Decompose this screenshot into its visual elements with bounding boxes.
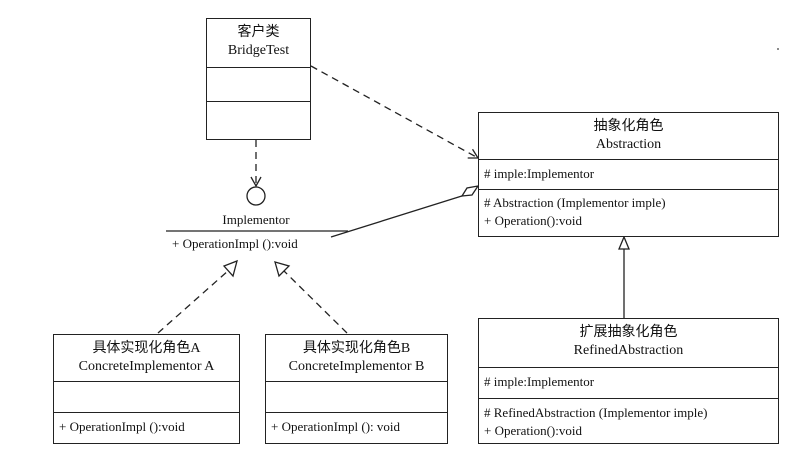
aggregation-line bbox=[330, 194, 466, 238]
concrete-implementor-b-box: 具体实现化角色B ConcreteImplementor B + Operati… bbox=[265, 334, 448, 444]
refined-abstraction-header: 扩展抽象化角色 RefinedAbstraction bbox=[479, 319, 778, 367]
refined-abstraction-en-name: RefinedAbstraction bbox=[573, 343, 684, 358]
refined-abstraction-methods: # RefinedAbstraction (Implementor imple)… bbox=[479, 398, 778, 440]
abstraction-class-en-name: Abstraction bbox=[595, 137, 662, 152]
aggregation-diamond-icon bbox=[460, 185, 480, 197]
abstraction-class-methods: # Abstraction (Implementor imple) + Oper… bbox=[479, 189, 778, 230]
concrete-implementor-b-header: 具体实现化角色B ConcreteImplementor B bbox=[266, 335, 447, 381]
refined-abstraction-method: + Operation():void bbox=[484, 423, 582, 438]
client-class-header: 客户类 BridgeTest bbox=[207, 19, 310, 67]
refined-abstraction-cn-name: 扩展抽象化角色 bbox=[579, 325, 678, 340]
client-class-cn-name: 客户类 bbox=[237, 25, 280, 40]
abstraction-class-cn-name: 抽象化角色 bbox=[593, 119, 664, 134]
client-class-box: 客户类 BridgeTest bbox=[206, 18, 311, 140]
concrete-implementor-a-box: 具体实现化角色A ConcreteImplementor A + Operati… bbox=[53, 334, 240, 444]
realization-a-line bbox=[157, 269, 230, 334]
concrete-implementor-b-methods: + OperationImpl (): void bbox=[266, 412, 447, 436]
concrete-implementor-b-operation: + OperationImpl (): void bbox=[271, 419, 400, 434]
concrete-implementor-a-attributes bbox=[54, 381, 239, 412]
concrete-implementor-a-header: 具体实现化角色A ConcreteImplementor A bbox=[54, 335, 239, 381]
abstraction-class-attributes: # imple:Implementor bbox=[479, 159, 778, 189]
refined-abstraction-attribute: # imple:Implementor bbox=[484, 374, 595, 389]
concrete-implementor-a-methods: + OperationImpl ():void bbox=[54, 412, 239, 436]
implementor-operation: + OperationImpl ():void bbox=[172, 236, 298, 251]
client-class-methods bbox=[207, 101, 310, 139]
client-class-attributes bbox=[207, 67, 310, 101]
concrete-implementor-b-en-name: ConcreteImplementor B bbox=[288, 359, 425, 374]
implementor-interface-icon bbox=[246, 186, 266, 206]
refined-abstraction-attributes: # imple:Implementor bbox=[479, 367, 778, 398]
client-abstraction-dependency bbox=[310, 65, 480, 159]
concrete-implementor-a-en-name: ConcreteImplementor A bbox=[78, 359, 215, 374]
concrete-implementor-a-cn-name: 具体实现化角色A bbox=[92, 341, 201, 356]
abstraction-class-header: 抽象化角色 Abstraction bbox=[479, 113, 778, 159]
client-class-en-name: BridgeTest bbox=[227, 43, 290, 58]
abstraction-attribute: # imple:Implementor bbox=[484, 166, 595, 181]
realization-b-arrowhead-icon bbox=[274, 261, 291, 278]
abstraction-method: + Operation():void bbox=[484, 213, 582, 228]
refined-abstraction-method: # RefinedAbstraction (Implementor imple) bbox=[484, 405, 708, 420]
refined-abstraction-box: 扩展抽象化角色 RefinedAbstraction # imple:Imple… bbox=[478, 318, 779, 444]
concrete-implementor-a-operation: + OperationImpl ():void bbox=[59, 419, 185, 434]
abstraction-method: # Abstraction (Implementor imple) bbox=[484, 195, 666, 210]
realization-b-line bbox=[282, 269, 348, 334]
inheritance-arrowhead-icon bbox=[618, 235, 630, 250]
concrete-implementor-b-cn-name: 具体实现化角色B bbox=[302, 341, 411, 356]
concrete-implementor-b-attributes bbox=[266, 381, 447, 412]
abstraction-class-box: 抽象化角色 Abstraction # imple:Implementor # … bbox=[478, 112, 779, 237]
stray-dot bbox=[777, 48, 779, 50]
implementor-interface-name: Implementor bbox=[222, 212, 290, 227]
realization-a-arrowhead-icon bbox=[222, 259, 238, 278]
